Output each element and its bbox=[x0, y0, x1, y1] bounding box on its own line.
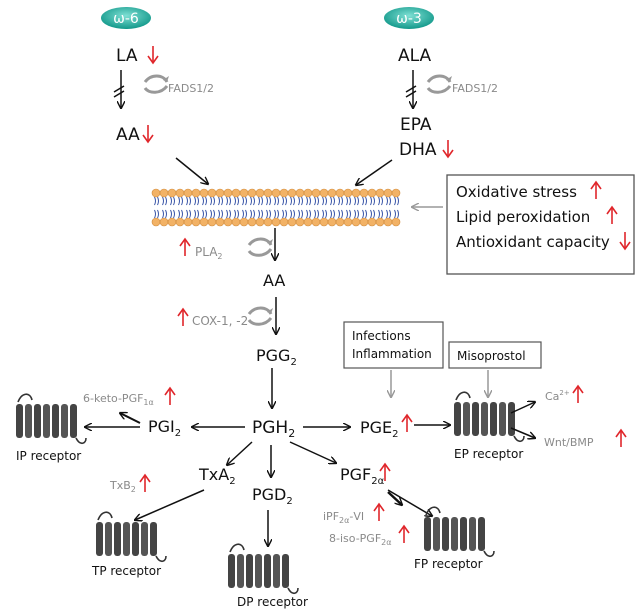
ipf-up-arrow bbox=[373, 502, 385, 521]
lipid-peroxidation-label: Lipid peroxidation bbox=[456, 208, 590, 226]
fads-left-label: FADS1/2 bbox=[168, 82, 214, 95]
infections-label: Infections bbox=[352, 329, 411, 343]
ep-to-ca-arrow bbox=[510, 402, 535, 414]
omega-6-label: ω-6 bbox=[113, 11, 139, 27]
ep-receptor-icon bbox=[453, 391, 525, 443]
txa2-label: TxA2 bbox=[198, 465, 236, 487]
pgh2-to-pgf2a-arrow bbox=[289, 441, 336, 463]
ep-receptor-label: EP receptor bbox=[454, 447, 523, 461]
la-label: LA bbox=[116, 46, 138, 66]
iso-up-arrow bbox=[398, 524, 410, 543]
txb2-label: TxB2 bbox=[109, 479, 136, 494]
omega-3-label: ω-3 bbox=[396, 11, 422, 27]
omega-3-oval bbox=[384, 7, 434, 29]
keto-label: 6-keto-PGF1α bbox=[83, 392, 154, 407]
ip-receptor-label: IP receptor bbox=[16, 449, 81, 463]
ep-to-wnt-arrow bbox=[510, 427, 535, 438]
pgh2-label: PGH2 bbox=[252, 418, 295, 440]
fads-right-cycle-icon bbox=[426, 74, 454, 94]
ip-receptor-icon bbox=[15, 393, 87, 445]
dha-to-membrane-arrow bbox=[356, 159, 393, 185]
wnt-label: Wnt/BMP bbox=[544, 436, 594, 449]
pge2-up-arrow bbox=[401, 413, 413, 432]
oxidative-stress-label: Oxidative stress bbox=[456, 183, 577, 201]
fads-left-cycle-icon bbox=[143, 74, 171, 94]
ca-up-arrow bbox=[572, 384, 584, 403]
cox-up-arrow bbox=[177, 307, 189, 326]
oxidative-stress-box bbox=[446, 174, 635, 275]
tp-receptor-icon bbox=[95, 511, 167, 563]
pla2-up-arrow bbox=[179, 237, 191, 256]
pla2-label: PLA2 bbox=[195, 245, 223, 261]
infections-box bbox=[343, 321, 444, 369]
dp-receptor-label: DP receptor bbox=[237, 595, 308, 609]
txa2-to-tp-arrow bbox=[135, 489, 205, 520]
wnt-up-arrow bbox=[615, 428, 627, 447]
dha-label: DHA bbox=[399, 140, 437, 160]
cox-cycle-icon bbox=[247, 306, 275, 326]
pgf2a-up-arrow bbox=[379, 462, 391, 481]
epa-label: EPA bbox=[400, 115, 432, 135]
ipf-label: iPF2α-VI bbox=[323, 510, 364, 525]
iso-label: 8-iso-PGF2α bbox=[329, 532, 392, 547]
pla2-cycle-icon bbox=[247, 237, 275, 257]
aa-mid-label: AA bbox=[263, 271, 285, 290]
ala-label: ALA bbox=[398, 46, 431, 66]
cox-label: COX-1, -2 bbox=[192, 314, 248, 328]
pgf2a-to-iso-arrow bbox=[387, 491, 402, 505]
fp-receptor-icon bbox=[423, 506, 495, 558]
keto-up-arrow bbox=[164, 386, 176, 405]
antioxidant-capacity-label: Antioxidant capacity bbox=[456, 233, 610, 251]
pgf2a-to-fp-arrow bbox=[387, 489, 432, 516]
antioxidant-capacity-down-arrow bbox=[619, 232, 631, 251]
fp-receptor-label: FP receptor bbox=[414, 557, 483, 571]
ca-label: Ca2+ bbox=[545, 389, 570, 403]
cell-membrane bbox=[151, 188, 401, 227]
aa-down-arrow bbox=[142, 125, 154, 144]
pgh2-to-txa2-arrow bbox=[227, 441, 253, 465]
dha-down-arrow bbox=[442, 140, 454, 159]
txb2-up-arrow bbox=[139, 473, 151, 492]
inflammation-label: Inflammation bbox=[352, 347, 432, 361]
tp-receptor-label: TP receptor bbox=[91, 564, 161, 578]
pgd2-label: PGD2 bbox=[252, 485, 293, 507]
misoprostol-label: Misoprostol bbox=[457, 349, 526, 363]
aa-top-label: AA bbox=[116, 125, 140, 145]
aa-to-membrane-arrow bbox=[175, 157, 208, 184]
misoprostol-box bbox=[448, 341, 542, 369]
fads-right-label: FADS1/2 bbox=[452, 82, 498, 95]
lipid-peroxidation-up-arrow bbox=[606, 205, 618, 224]
omega-6-oval bbox=[101, 7, 151, 29]
pgg2-label: PGG2 bbox=[256, 346, 297, 368]
pgf2a-label: PGF2α bbox=[340, 465, 385, 487]
pgi2-label: PGI2 bbox=[148, 417, 181, 439]
dp-receptor-icon bbox=[227, 543, 299, 595]
oxidative-stress-up-arrow bbox=[590, 180, 602, 199]
pgi2-to-keto-arrow bbox=[120, 413, 141, 424]
la-down-arrow bbox=[147, 46, 159, 65]
pge2-label: PGE2 bbox=[360, 418, 399, 440]
